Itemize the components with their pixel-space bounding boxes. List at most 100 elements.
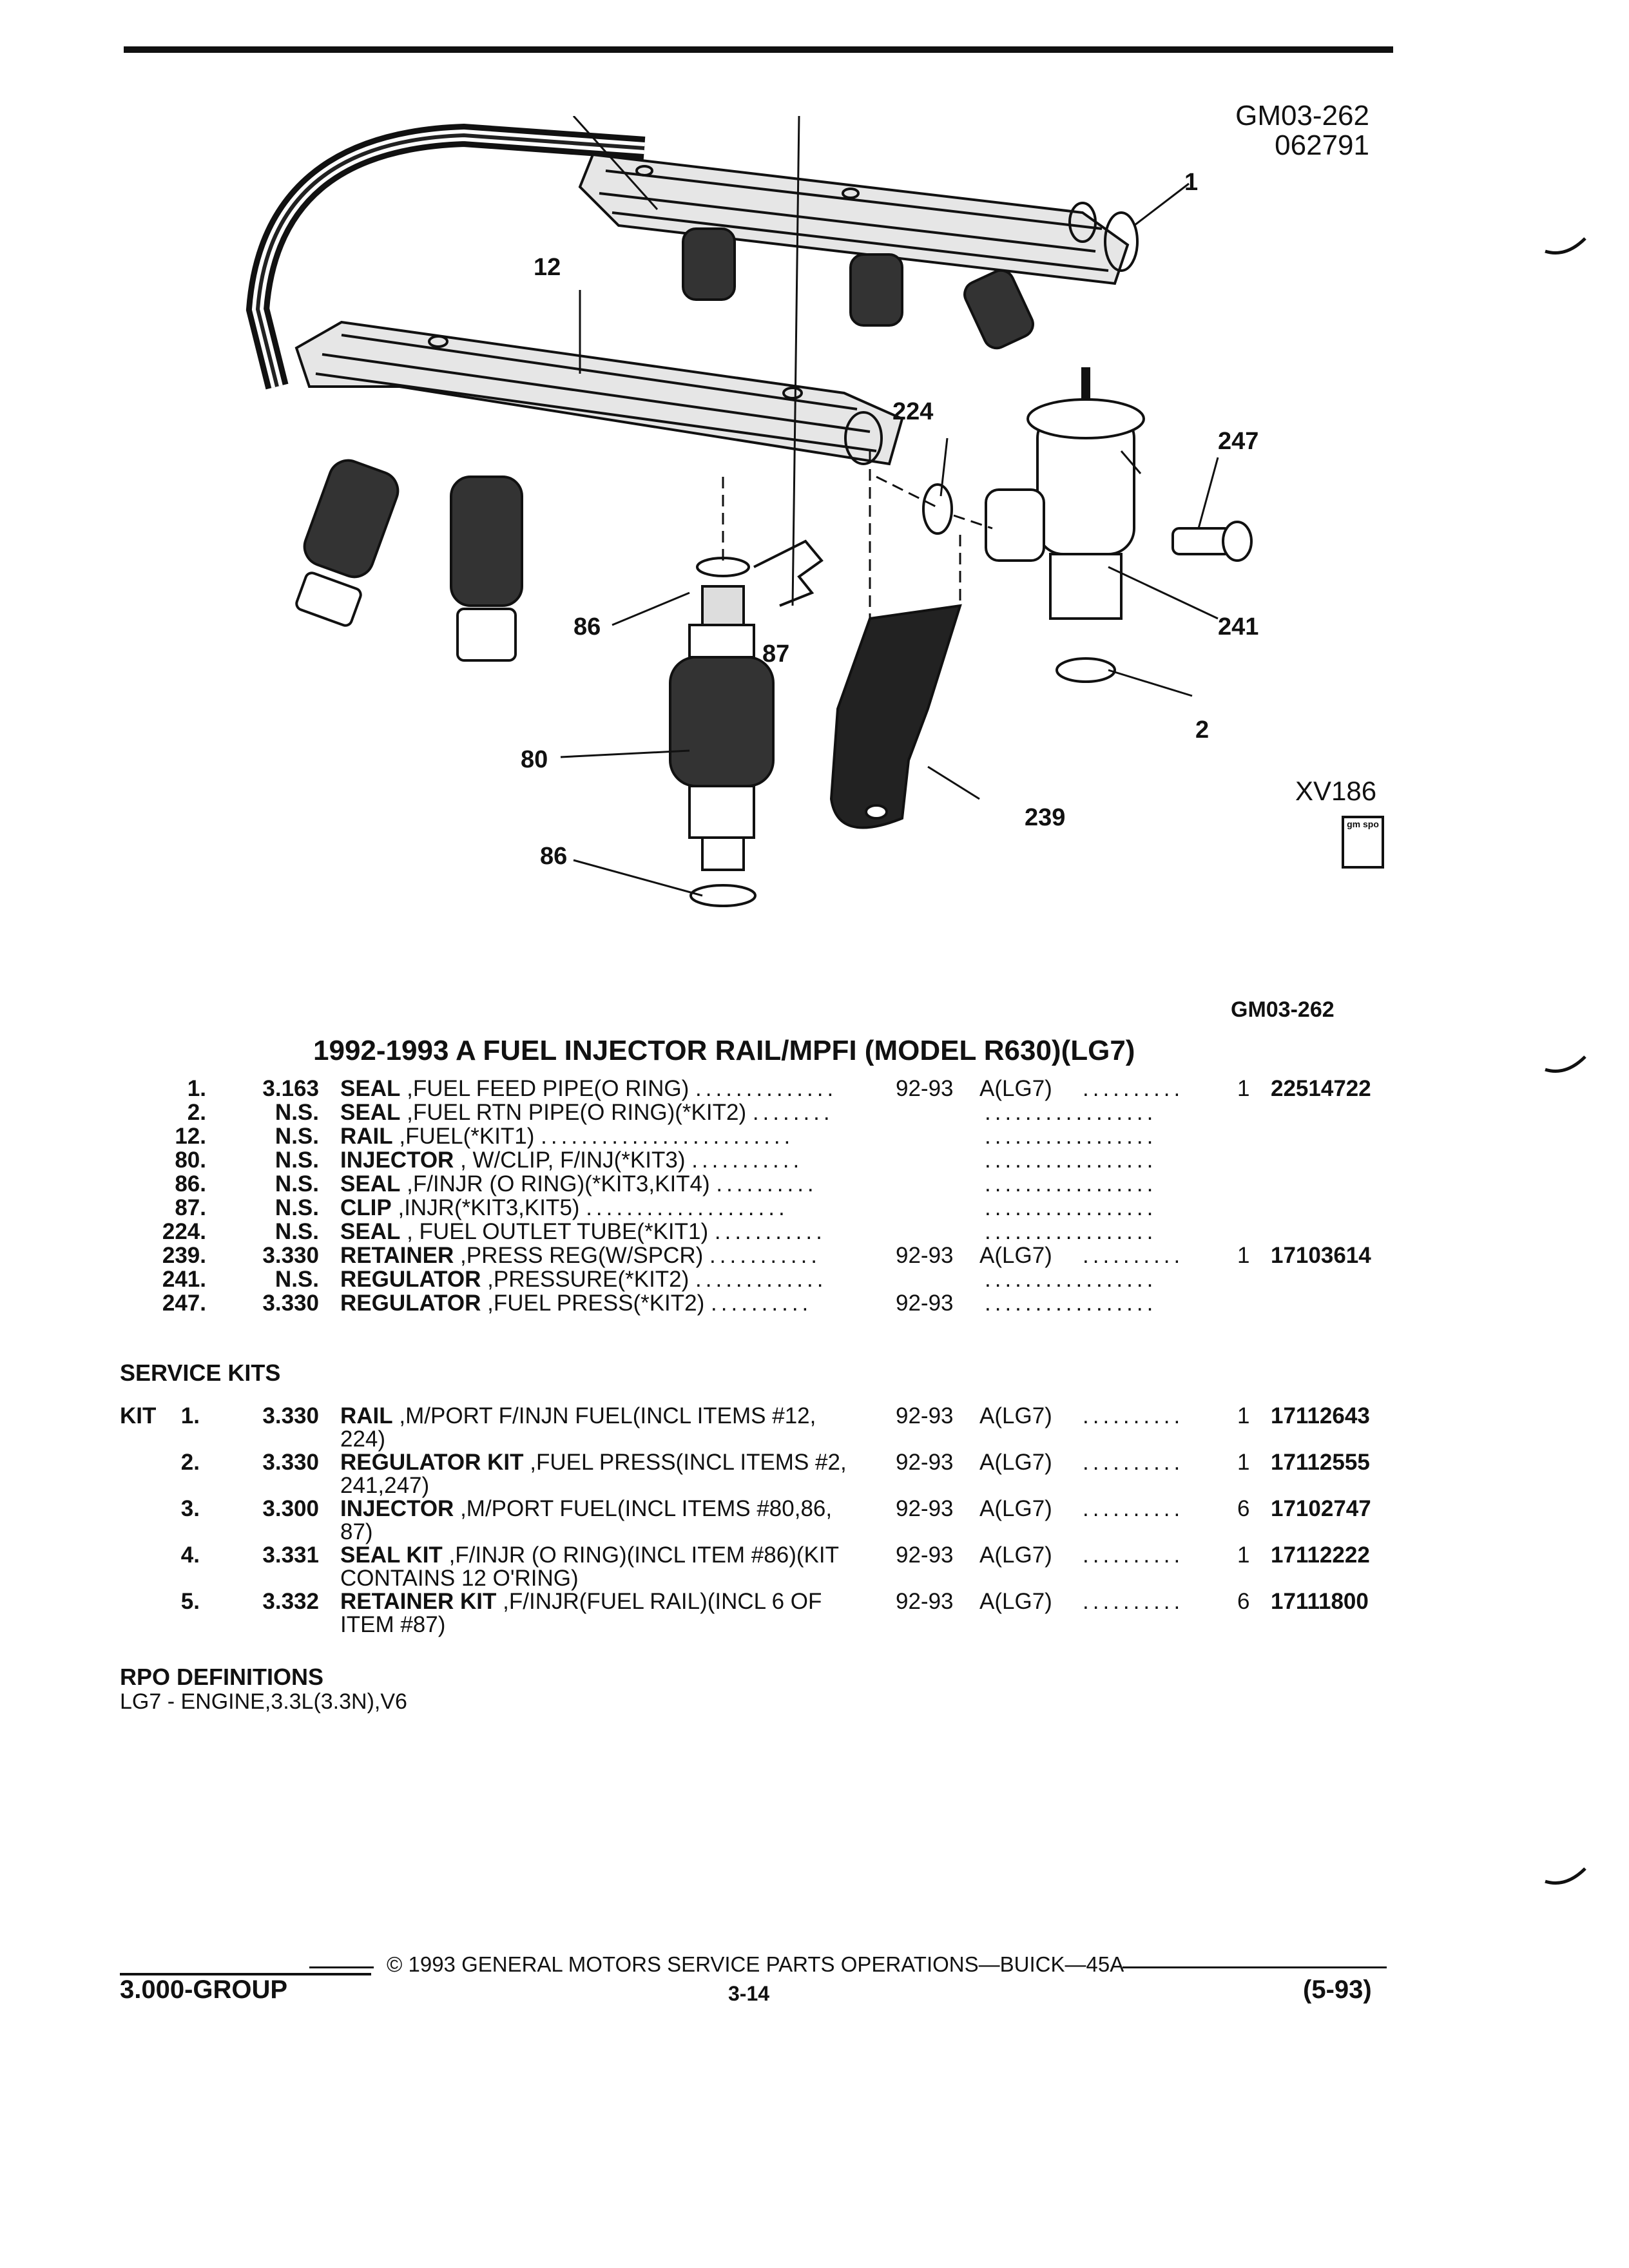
quantity: 6 (1237, 1589, 1250, 1614)
group-number: 3.330 (262, 1403, 319, 1428)
years: 92-93 (896, 1542, 954, 1568)
quantity: 1 (1237, 1450, 1250, 1475)
group-number: 3.330 (262, 1291, 319, 1316)
callout-12: 12 (534, 254, 561, 281)
part-description: SEAL ,FUEL FEED PIPE(O RING) ...........… (340, 1076, 838, 1101)
rpo-heading: RPO DEFINITIONS (120, 1664, 324, 1690)
binder-marks (1545, 237, 1586, 1885)
callout-86-lower: 86 (540, 843, 568, 870)
item-number: 80. (175, 1148, 206, 1173)
years: 92-93 (896, 1291, 954, 1316)
quantity: 6 (1237, 1496, 1250, 1521)
group-number: N.S. (275, 1100, 319, 1125)
group-number: 3.332 (262, 1589, 319, 1614)
kit-number: 4. (180, 1542, 200, 1568)
kit-number: 5. (180, 1589, 200, 1614)
part-description: CLIP ,INJR(*KIT3,KIT5) .................… (340, 1195, 789, 1220)
callout-247: 247 (1218, 428, 1259, 455)
callout-86-upper: 86 (574, 613, 601, 640)
item-number: 12. (175, 1124, 206, 1149)
part-number: 17102747 (1271, 1496, 1371, 1521)
group-label: 3.000-GROUP (120, 1975, 288, 2004)
model: A(LG7) (979, 1403, 1052, 1428)
part-description: REGULATOR ,FUEL PRESS(*KIT2) .......... (340, 1291, 813, 1316)
group-number: 3.330 (262, 1243, 319, 1268)
part-description: INJECTOR , W/CLIP, F/INJ(*KIT3) ........… (340, 1148, 804, 1173)
callout-80: 80 (521, 746, 548, 773)
part-description: SEAL ,F/INJR (O RING)(*KIT3,KIT4) ......… (340, 1171, 818, 1196)
part-number: 17112222 (1271, 1542, 1370, 1568)
drawing-date: 062791 (1275, 130, 1369, 161)
footer-rule-left (309, 1966, 374, 1968)
footer-rule-bottom (120, 1973, 371, 1975)
quantity: 1 (1237, 1542, 1250, 1568)
kit-description: REGULATOR KIT ,FUEL PRESS(INCL ITEMS #2,… (340, 1450, 847, 1498)
item-number: 241. (162, 1267, 206, 1292)
copyright: © 1993 GENERAL MOTORS SERVICE PARTS OPER… (387, 1952, 1124, 1976)
callout-239: 239 (1025, 804, 1066, 831)
figure-id: XV186 (1295, 776, 1377, 806)
kit-number: 1. (180, 1403, 200, 1428)
years: 92-93 (896, 1243, 954, 1268)
part-number: 17112555 (1271, 1450, 1370, 1475)
callout-1: 1 (1184, 169, 1199, 196)
group-number: N.S. (275, 1148, 319, 1173)
group-number: N.S. (275, 1124, 319, 1149)
service-kits-heading: SERVICE KITS (120, 1360, 281, 1386)
group-number: N.S. (275, 1267, 319, 1292)
quantity: 1 (1237, 1076, 1250, 1101)
callout-241: 241 (1218, 613, 1259, 640)
kit-description: RAIL ,M/PORT F/INJN FUEL(INCL ITEMS #12,… (340, 1403, 816, 1452)
caption-code: GM03-262 (1231, 997, 1335, 1022)
model: A(LG7) (979, 1076, 1052, 1101)
part-description: SEAL ,FUEL RTN PIPE(O RING)(*KIT2) .....… (340, 1100, 834, 1125)
footer-rule-right (1123, 1966, 1387, 1968)
part-description: RETAINER ,PRESS REG(W/SPCR) ........... (340, 1243, 822, 1268)
model: A(LG7) (979, 1589, 1052, 1614)
group-number: 3.163 (262, 1076, 319, 1101)
item-number: 239. (162, 1243, 206, 1268)
model: A(LG7) (979, 1450, 1052, 1475)
callout-87: 87 (762, 640, 790, 668)
part-number: 17103614 (1271, 1243, 1371, 1268)
callout-224: 224 (892, 398, 934, 425)
callout-2: 2 (1195, 716, 1210, 744)
part-description: REGULATOR ,PRESSURE(*KIT2) ............. (340, 1267, 827, 1292)
part-description: SEAL , FUEL OUTLET TUBE(*KIT1) .........… (340, 1219, 826, 1244)
kit-label: KIT (120, 1403, 157, 1428)
item-number: 86. (175, 1171, 206, 1196)
group-number: N.S. (275, 1171, 319, 1196)
item-number: 247. (162, 1291, 206, 1316)
part-description: RAIL ,FUEL(*KIT1) ......................… (340, 1124, 795, 1149)
part-number: 22514722 (1271, 1076, 1371, 1101)
quantity: 1 (1237, 1403, 1250, 1428)
header-rule (124, 46, 1393, 53)
section-title: 1992-1993 A FUEL INJECTOR RAIL/MPFI (MOD… (313, 1035, 1135, 1066)
model: A(LG7) (979, 1496, 1052, 1521)
group-number: 3.330 (262, 1450, 319, 1475)
years: 92-93 (896, 1403, 954, 1428)
item-number: 1. (187, 1076, 206, 1101)
fuel-injector-rail-diagram (246, 116, 1253, 907)
page-number: 3-14 (728, 1982, 770, 2005)
group-number: 3.300 (262, 1496, 319, 1521)
drawing-code: GM03-262 (1235, 100, 1369, 131)
years: 92-93 (896, 1496, 954, 1521)
item-number: 224. (162, 1219, 206, 1244)
years: 92-93 (896, 1076, 954, 1101)
group-number: N.S. (275, 1195, 319, 1220)
kit-description: INJECTOR ,M/PORT FUEL(INCL ITEMS #80,86,… (340, 1496, 833, 1544)
model: A(LG7) (979, 1542, 1052, 1568)
years: 92-93 (896, 1450, 954, 1475)
gm-spo-logo: gm spo (1342, 816, 1384, 869)
part-number: 17111800 (1271, 1589, 1369, 1614)
item-number: 87. (175, 1195, 206, 1220)
group-number: 3.331 (262, 1542, 319, 1568)
item-number: 2. (187, 1100, 206, 1125)
kit-description: SEAL KIT ,F/INJR (O RING)(INCL ITEM #86)… (340, 1542, 839, 1591)
part-number: 17112643 (1271, 1403, 1370, 1428)
revision-date: (5-93) (1303, 1975, 1372, 2004)
kit-description: RETAINER KIT ,F/INJR(FUEL RAIL)(INCL 6 O… (340, 1589, 822, 1637)
group-number: N.S. (275, 1219, 319, 1244)
quantity: 1 (1237, 1243, 1250, 1268)
